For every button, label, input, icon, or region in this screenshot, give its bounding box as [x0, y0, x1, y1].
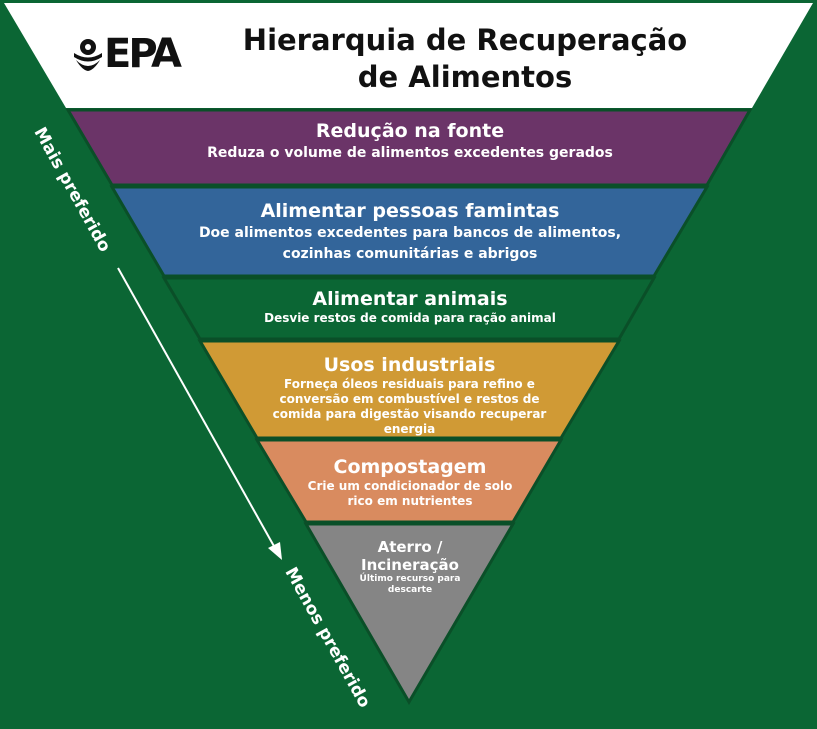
- tier-band-composting: [254, 438, 564, 524]
- tier-industrial-uses: Usos industriais Forneça óleos residuais…: [262, 354, 557, 437]
- tier-title: Compostagem: [333, 456, 487, 478]
- tier-band-source-reduction: [65, 108, 753, 187]
- tier-band-feed-animals: [161, 276, 657, 341]
- tier-description: Forneça óleos residuais para refino e co…: [272, 377, 547, 436]
- epa-logo-text: EPA: [104, 31, 182, 77]
- tier-description: Último recurso para descarte: [359, 574, 461, 595]
- tier-title: Alimentar pessoas famintas: [260, 200, 560, 222]
- tier-landfill: Aterro / Incineração Último recurso para…: [355, 538, 465, 596]
- preference-arrow-head: [268, 542, 282, 560]
- tier-band-landfill: [303, 522, 516, 705]
- header-band: [4, 3, 813, 108]
- tier-title: Aterro / Incineração: [361, 538, 459, 574]
- tier-title: Redução na fonte: [315, 120, 505, 142]
- preference-arrow-line: [117, 267, 276, 549]
- tier-source-reduction: Redução na fonte Reduza o volume de alim…: [150, 120, 670, 164]
- tier-title: Alimentar animais: [312, 288, 508, 310]
- tier-feed-animals: Alimentar animais Desvie restos de comid…: [230, 288, 590, 326]
- tier-band-feed-people: [109, 185, 710, 278]
- tier-composting: Compostagem Crie um condicionador de sol…: [300, 456, 520, 509]
- epa-flower-icon: [74, 39, 102, 71]
- tier-description: Doe alimentos excedentes para bancos de …: [198, 225, 622, 262]
- tier-band-industrial-uses: [197, 339, 622, 440]
- page-title: Hierarquia de Recuperação de Alimentos: [242, 23, 688, 94]
- tier-description: Desvie restos de comida para ração anima…: [264, 311, 556, 325]
- tier-feed-people: Alimentar pessoas famintas Doe alimentos…: [185, 200, 635, 265]
- tier-description: Reduza o volume de alimentos excedentes …: [207, 145, 613, 161]
- tier-description: Crie um condicionador de solo rico em nu…: [307, 479, 513, 508]
- tier-title: Usos industriais: [323, 354, 496, 376]
